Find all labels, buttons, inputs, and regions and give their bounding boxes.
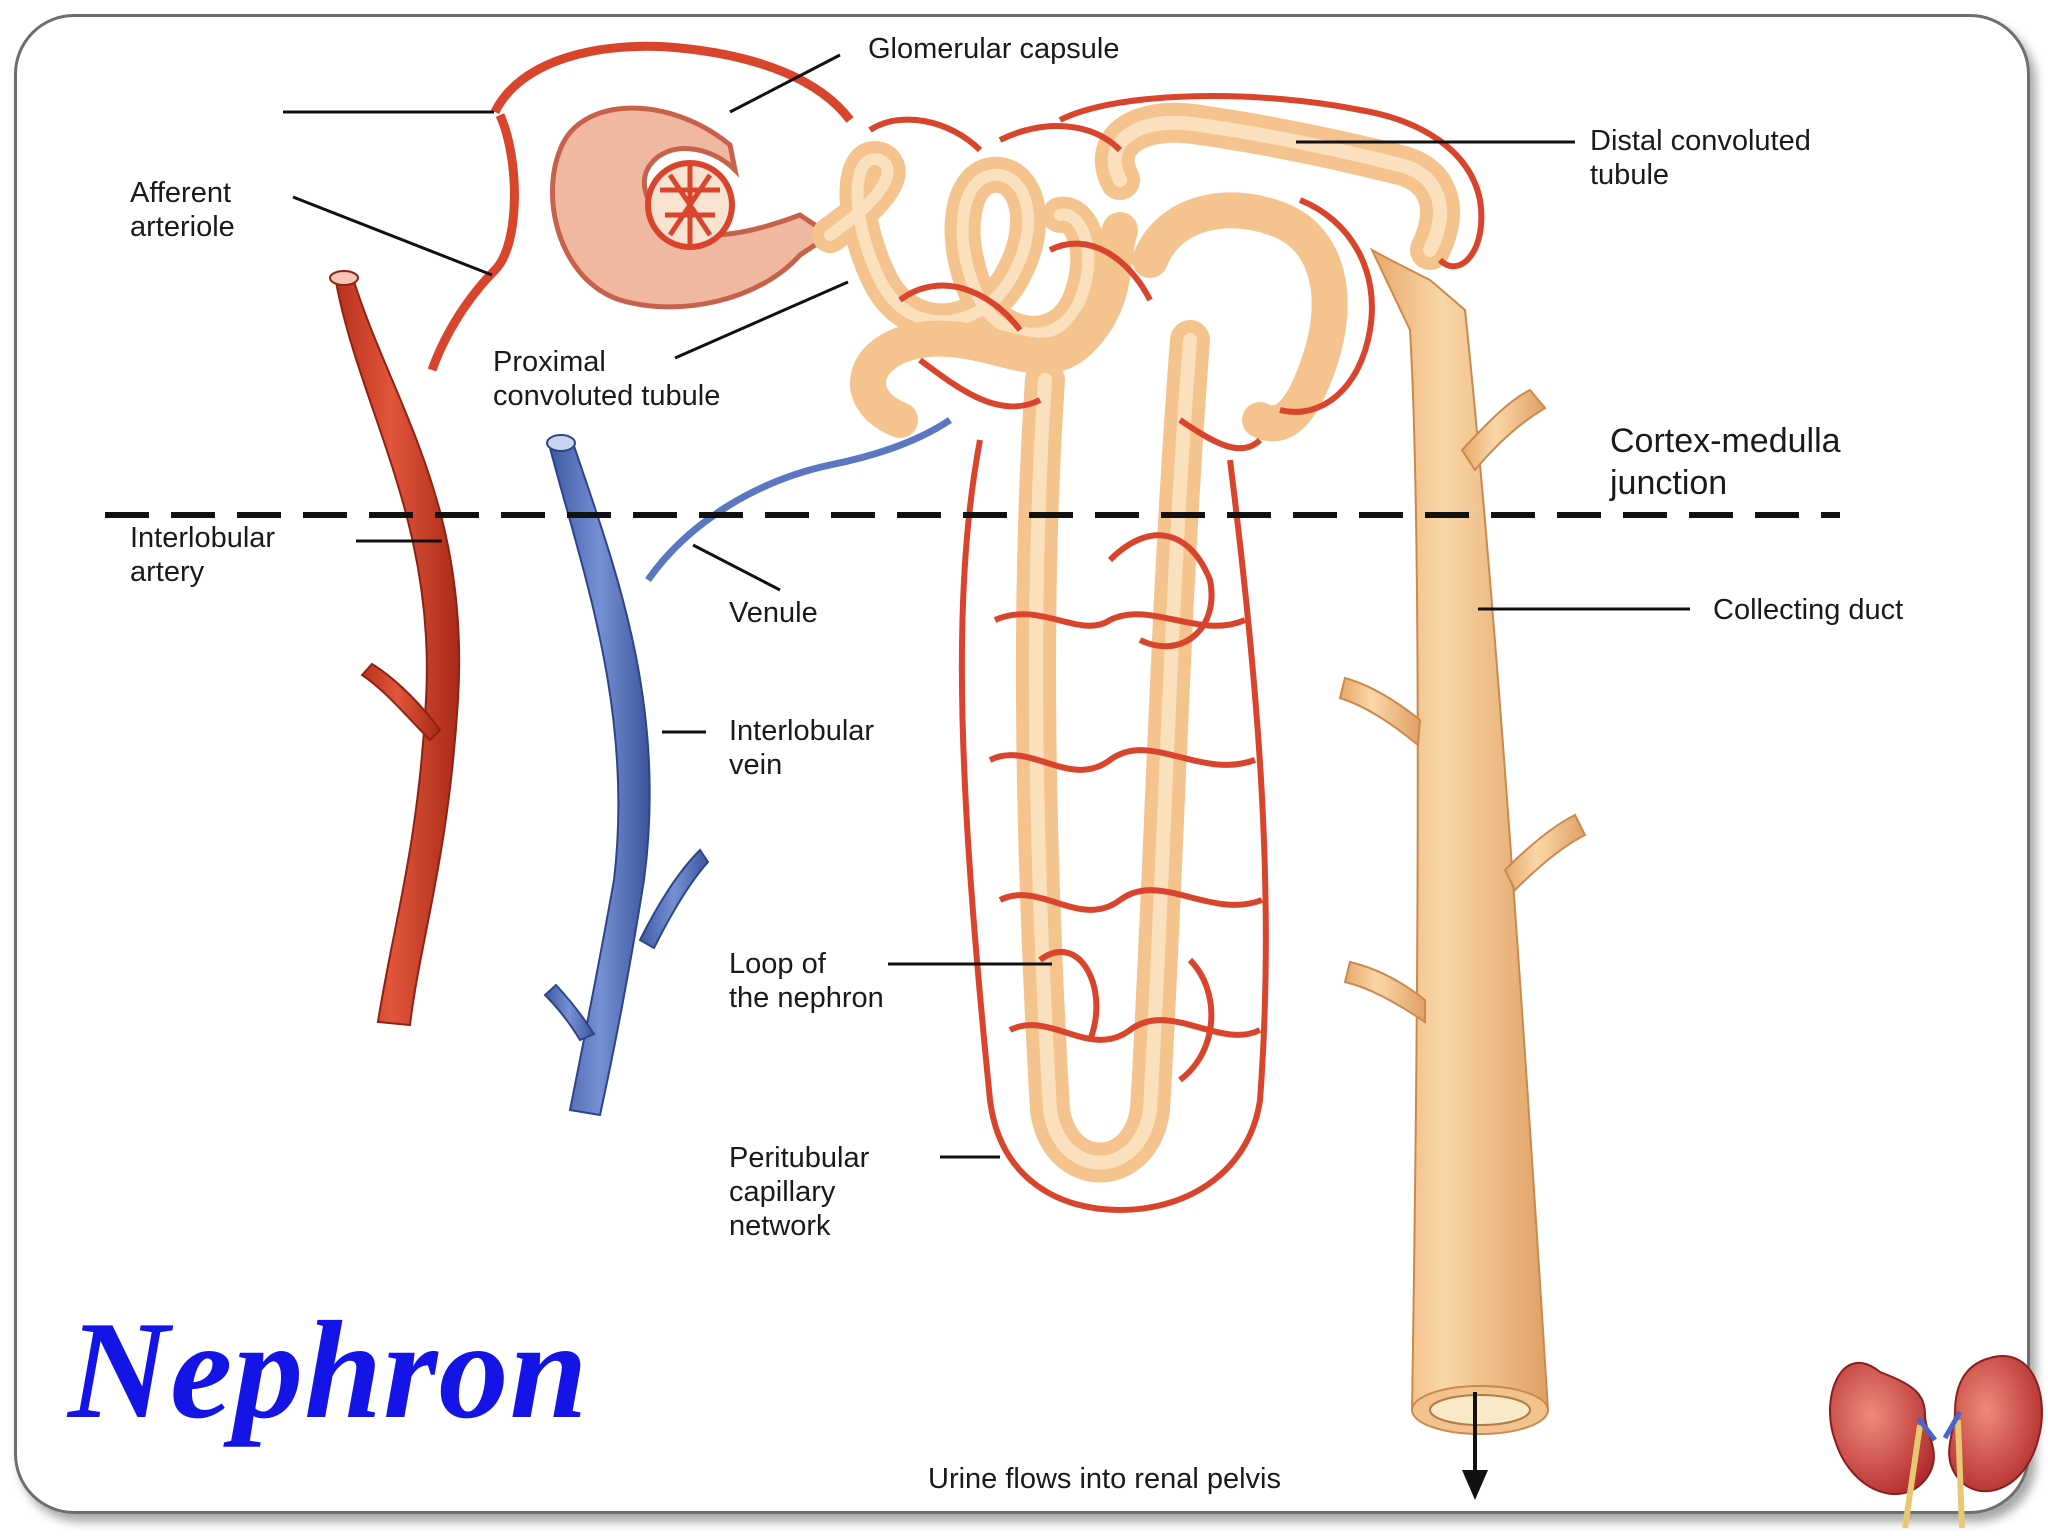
label-venule: Venule — [729, 597, 818, 629]
label-collecting-duct: Collecting duct — [1713, 594, 1904, 626]
label-proximal-convoluted-tubule: Proximal convoluted tubule — [493, 346, 721, 412]
label-peritubular-capillary-network: Peritubular capillary network — [729, 1142, 870, 1242]
glomerular-capsule — [490, 41, 854, 310]
label-afferent-arteriole: Afferent arteriole — [130, 177, 235, 243]
label-urine-flow: Urine flows into renal pelvis — [928, 1463, 1281, 1495]
slide-frame — [14, 14, 2030, 1514]
label-distal-convoluted-tubule: Distal convoluted tubule — [1590, 125, 1811, 191]
kidney-icon — [1829, 1355, 2043, 1529]
collecting-duct — [1338, 247, 1587, 1500]
slide-title: Nephron — [68, 1293, 589, 1448]
label-glomerular-capsule: Glomerular capsule — [868, 33, 1120, 65]
leader-lines — [283, 53, 1690, 1159]
loop-of-nephron — [1015, 320, 1210, 1183]
label-loop-of-nephron: Loop of the nephron — [729, 948, 884, 1014]
interlobular-vein — [543, 417, 952, 1117]
label-interlobular-artery: Interlobular artery — [130, 522, 276, 588]
label-cortex-medulla-junction: Cortex-medulla junction — [1610, 422, 1841, 502]
interlobular-artery — [329, 113, 519, 1027]
label-interlobular-vein: Interlobular vein — [729, 715, 875, 781]
peritubular-capillary-network — [868, 93, 1485, 1214]
